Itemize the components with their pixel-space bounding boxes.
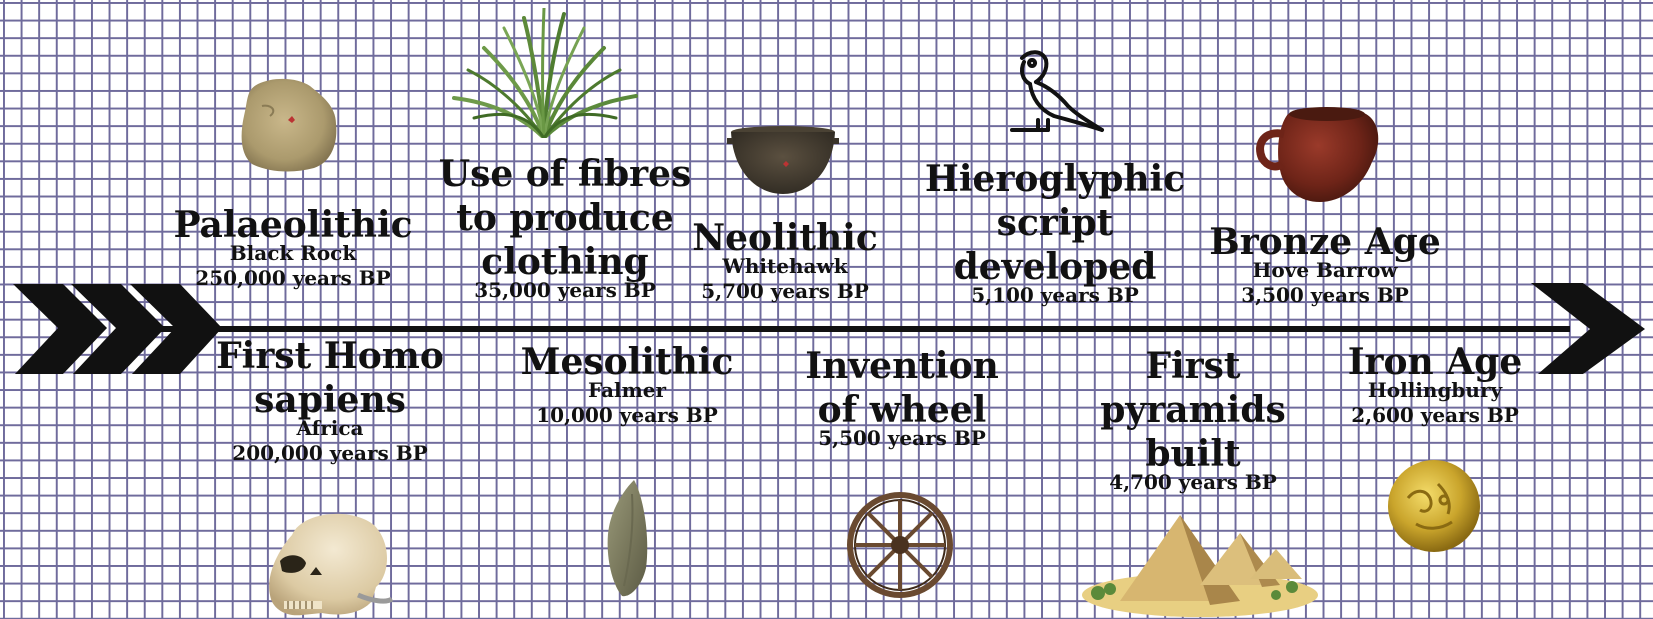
event-location: Africa bbox=[195, 416, 465, 441]
cup-icon bbox=[1254, 104, 1384, 204]
event-title: to produce bbox=[425, 196, 705, 240]
event-date: 3,500 years BP bbox=[1200, 283, 1450, 308]
event-date: 5,700 years BP bbox=[680, 279, 890, 304]
event-hieroglyphic: Hieroglyphic script developed 5,100 year… bbox=[910, 157, 1200, 308]
event-date: 2,600 years BP bbox=[1340, 403, 1530, 428]
event-fibres: Use of fibres to produce clothing 35,000… bbox=[425, 152, 705, 303]
bowl-icon bbox=[727, 124, 839, 196]
event-location: Hollingbury bbox=[1340, 378, 1530, 403]
event-mesolithic: Mesolithic Falmer 10,000 years BP bbox=[512, 340, 742, 428]
event-date: 35,000 years BP bbox=[425, 278, 705, 303]
event-bronze-age: Bronze Age Hove Barrow 3,500 years BP bbox=[1200, 220, 1450, 308]
event-palaeolithic: Palaeolithic Black Rock 250,000 years BP bbox=[168, 203, 418, 291]
event-title: First Homo bbox=[195, 334, 465, 378]
event-date: 4,700 years BP bbox=[1083, 470, 1303, 495]
event-wheel: Invention of wheel 5,500 years BP bbox=[792, 344, 1012, 451]
flint-blade-icon bbox=[604, 478, 652, 600]
skull-icon bbox=[262, 505, 394, 619]
pyramids-icon bbox=[1080, 505, 1320, 617]
event-date: 5,500 years BP bbox=[792, 426, 1012, 451]
event-date: 10,000 years BP bbox=[512, 403, 742, 428]
grass-icon bbox=[444, 8, 644, 138]
gold-coin-icon bbox=[1386, 458, 1482, 554]
event-iron-age: Iron Age Hollingbury 2,600 years BP bbox=[1340, 340, 1530, 428]
event-date: 250,000 years BP bbox=[168, 266, 418, 291]
event-title: Use of fibres bbox=[425, 152, 705, 196]
event-neolithic: Neolithic Whitehawk 5,700 years BP bbox=[680, 216, 890, 304]
event-pyramids: First pyramids built 4,700 years BP bbox=[1083, 344, 1303, 495]
event-date: 200,000 years BP bbox=[195, 441, 465, 466]
event-title: script bbox=[910, 201, 1200, 245]
event-title: pyramids bbox=[1083, 388, 1303, 432]
owl-hieroglyph-icon bbox=[1002, 48, 1112, 134]
event-title: First bbox=[1083, 344, 1303, 388]
flint-rock-icon bbox=[240, 76, 340, 174]
event-homo-sapiens: First Homo sapiens Africa 200,000 years … bbox=[195, 334, 465, 466]
event-title: Hieroglyphic bbox=[910, 157, 1200, 201]
timeline-line bbox=[150, 326, 1570, 332]
event-title: Invention bbox=[792, 344, 1012, 388]
wheel-icon bbox=[845, 490, 955, 600]
